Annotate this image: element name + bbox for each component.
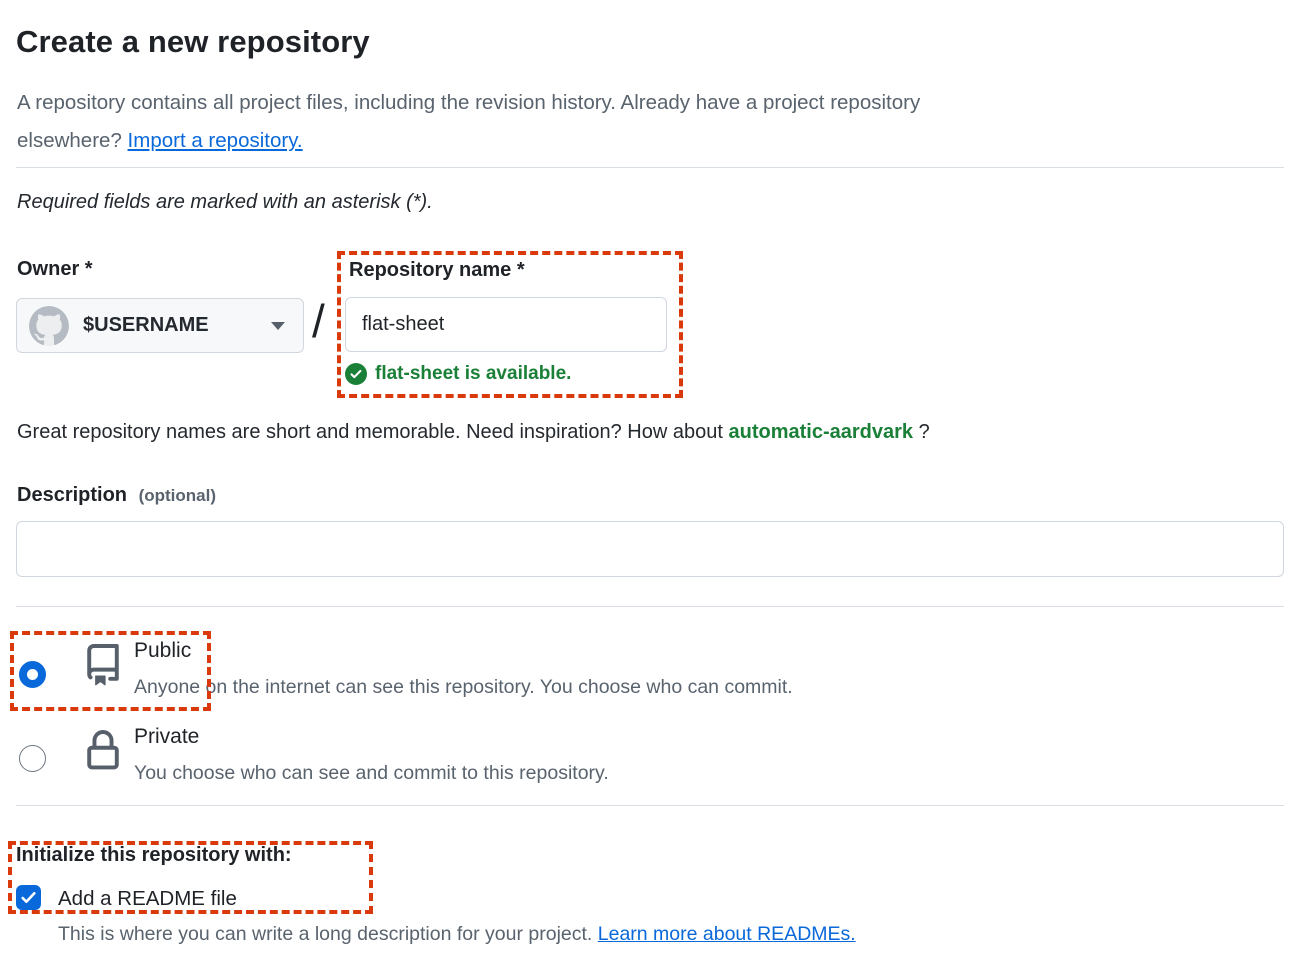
repository-name-label: Repository name * bbox=[349, 259, 525, 281]
repository-name-input[interactable] bbox=[345, 297, 667, 352]
availability-message: flat-sheet is available. bbox=[345, 363, 571, 385]
public-radio[interactable] bbox=[19, 661, 46, 688]
public-label[interactable]: Public bbox=[134, 639, 192, 662]
github-octocat-avatar-icon bbox=[29, 305, 69, 346]
owner-dropdown-button[interactable]: $USERNAME bbox=[16, 298, 304, 353]
owner-label: Owner * bbox=[17, 258, 93, 280]
description-optional-hint: (optional) bbox=[138, 486, 217, 505]
owner-repo-separator: / bbox=[312, 295, 325, 347]
suggested-repo-name[interactable]: automatic-aardvark bbox=[728, 421, 914, 443]
suggestion-text-before: Great repository names are short and mem… bbox=[17, 421, 729, 443]
initialize-heading: Initialize this repository with: bbox=[16, 844, 292, 866]
description-label: Description bbox=[17, 484, 128, 506]
divider bbox=[16, 606, 1284, 607]
check-circle-icon bbox=[345, 363, 367, 385]
description-input[interactable] bbox=[16, 521, 1284, 577]
suggestion-text-after: ? bbox=[913, 421, 930, 443]
public-description: Anyone on the internet can see this repo… bbox=[134, 676, 793, 698]
visibility-option-public: Public Anyone on the internet can see th… bbox=[16, 632, 1016, 716]
import-repository-link[interactable]: Import a repository. bbox=[127, 129, 303, 152]
chevron-down-icon bbox=[271, 321, 285, 330]
private-label[interactable]: Private bbox=[134, 725, 200, 748]
divider bbox=[16, 805, 1284, 806]
checkmark-icon bbox=[20, 889, 37, 906]
readme-checkbox[interactable] bbox=[16, 885, 41, 910]
learn-more-readmes-link[interactable]: Learn more about READMEs. bbox=[597, 923, 856, 945]
name-suggestion-line: Great repository names are short and mem… bbox=[17, 421, 930, 444]
repo-book-icon bbox=[82, 644, 124, 686]
availability-text: flat-sheet is available. bbox=[375, 363, 572, 384]
readme-checkbox-label[interactable]: Add a README file bbox=[58, 887, 237, 910]
intro-text-line1: A repository contains all project files,… bbox=[17, 91, 921, 114]
intro-paragraph: A repository contains all project files,… bbox=[17, 84, 1257, 160]
owner-username: $USERNAME bbox=[83, 314, 209, 336]
private-description: You choose who can see and commit to thi… bbox=[134, 762, 609, 784]
description-label-row: Description (optional) bbox=[17, 484, 216, 507]
intro-text-line2: elsewhere? bbox=[17, 129, 122, 152]
divider bbox=[16, 167, 1284, 168]
readme-note: This is where you can write a long descr… bbox=[58, 923, 856, 946]
page-title: Create a new repository bbox=[16, 24, 370, 59]
private-radio[interactable] bbox=[19, 745, 46, 772]
readme-note-text: This is where you can write a long descr… bbox=[58, 923, 598, 945]
lock-icon bbox=[82, 730, 124, 772]
required-fields-note: Required fields are marked with an aster… bbox=[17, 191, 433, 213]
visibility-option-private: Private You choose who can see and commi… bbox=[16, 716, 1016, 800]
